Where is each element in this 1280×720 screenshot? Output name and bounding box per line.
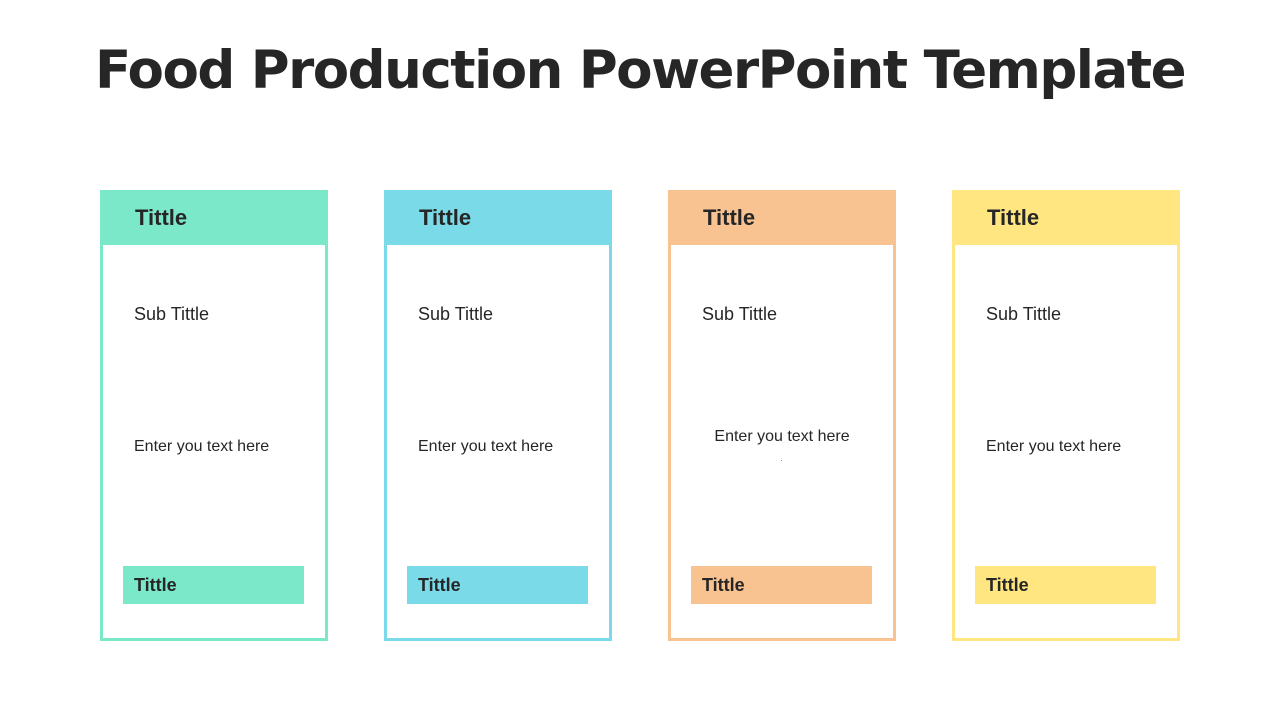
card-subtitle: Sub Tittle xyxy=(418,304,494,324)
card-footer-text: Tittle xyxy=(134,575,177,595)
card-header-text: Tittle xyxy=(419,205,472,230)
card-footer-text: Tittle xyxy=(418,575,461,595)
slide-title: Food Production PowerPoint Template xyxy=(94,40,1187,101)
card-3: Tittle Sub Tittle Enter you text here Ti… xyxy=(668,190,896,641)
card-body-text: Enter you text here xyxy=(986,438,1122,455)
card-2: Tittle Sub Tittle Enter you text here Ti… xyxy=(384,190,612,641)
stray-dot xyxy=(781,460,782,461)
card-body-text: Enter you text here xyxy=(714,428,850,445)
card-header-text: Tittle xyxy=(703,205,756,230)
card-header-text: Tittle xyxy=(135,205,188,230)
card-footer-text: Tittle xyxy=(986,575,1029,595)
card-header: Tittle xyxy=(100,190,328,245)
card-4: Tittle Sub Tittle Enter you text here Ti… xyxy=(952,190,1180,641)
card-footer-text: Tittle xyxy=(702,575,745,595)
card-body-text: Enter you text here xyxy=(134,438,270,455)
card-header: Tittle xyxy=(384,190,612,245)
card-header-text: Tittle xyxy=(987,205,1040,230)
card-footer: Tittle xyxy=(123,566,304,604)
card-footer: Tittle xyxy=(407,566,588,604)
card-1: Tittle Sub Tittle Enter you text here Ti… xyxy=(100,190,328,641)
card-footer: Tittle xyxy=(975,566,1156,604)
card-subtitle: Sub Tittle xyxy=(702,304,778,324)
card-footer: Tittle xyxy=(691,566,872,604)
card-header: Tittle xyxy=(668,190,896,245)
card-header: Tittle xyxy=(952,190,1180,245)
card-subtitle: Sub Tittle xyxy=(134,304,210,324)
card-subtitle: Sub Tittle xyxy=(986,304,1062,324)
card-body-text: Enter you text here xyxy=(418,438,554,455)
